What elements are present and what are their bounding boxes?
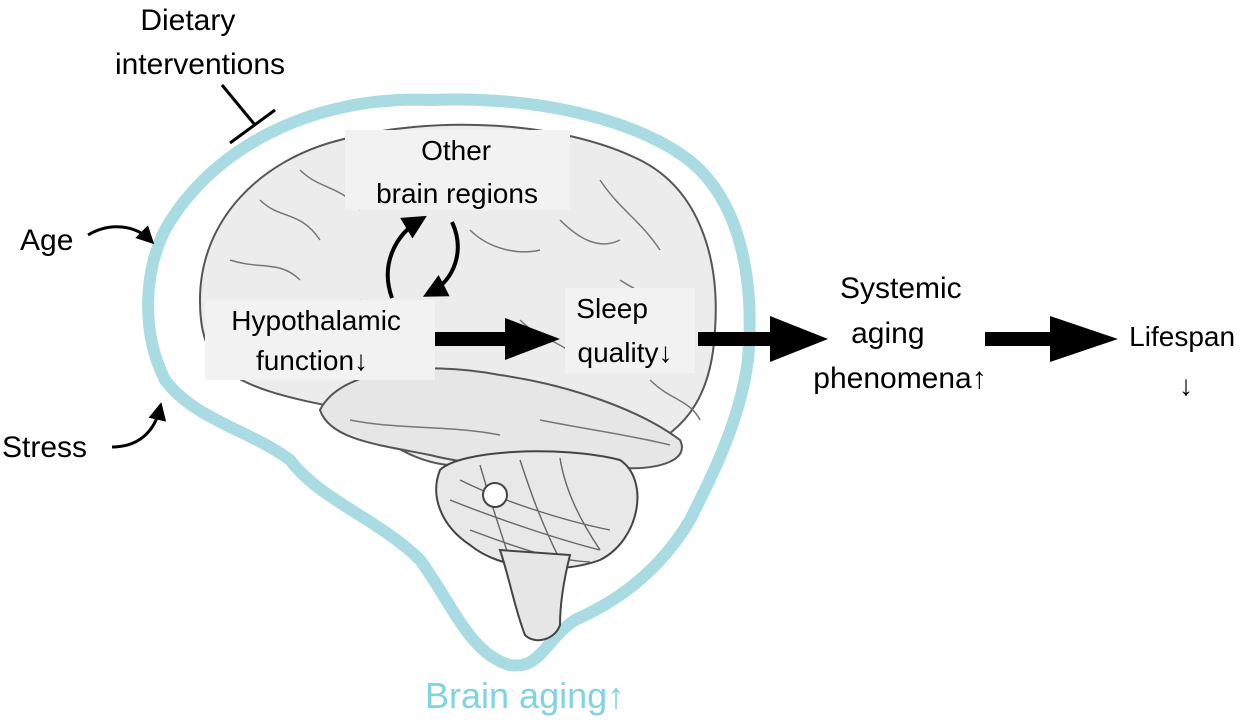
sleep-backdrop bbox=[565, 288, 695, 373]
hypothalamic-line-2: function↓ bbox=[256, 345, 368, 376]
arrow-hypothalamic-to-sleep-icon bbox=[435, 318, 560, 360]
other-regions-backdrop bbox=[345, 130, 570, 210]
sleep-line-1: Sleep bbox=[576, 293, 648, 324]
systemic-line-1: Systemic bbox=[840, 272, 962, 305]
lifespan-line-2: ↓ bbox=[1179, 370, 1193, 401]
feedback-arrow-up-icon bbox=[385, 215, 427, 299]
hypothalamic-line-1: Hypothalamic bbox=[231, 305, 401, 336]
stress-arrow-icon bbox=[111, 402, 167, 449]
brain-aging-label: Brain aging↑ bbox=[425, 675, 625, 716]
sleep-quality-label: Sleep quality↓ bbox=[576, 293, 672, 368]
brain-illustration bbox=[198, 123, 717, 642]
arrow-systemic-to-lifespan-icon bbox=[985, 316, 1118, 362]
temporal-lobe bbox=[318, 367, 683, 470]
lifespan-line-1: Lifespan bbox=[1129, 321, 1235, 352]
systemic-aging-label: Systemic aging phenomena↑ bbox=[813, 272, 986, 395]
age-arrow-icon bbox=[87, 225, 155, 245]
inhibition-bar-icon bbox=[220, 84, 276, 145]
feedback-arrow-down-icon bbox=[422, 221, 460, 297]
stress-label: Stress bbox=[2, 431, 87, 464]
brain-aging-outline bbox=[142, 93, 756, 672]
other-line-2: brain regions bbox=[376, 178, 538, 209]
other-brain-regions-label: Other brain regions bbox=[376, 135, 538, 209]
hypothalamic-function-label: Hypothalamic function↓ bbox=[231, 305, 408, 376]
systemic-line-3: phenomena↑ bbox=[813, 362, 986, 395]
dietary-line-2: interventions bbox=[115, 48, 285, 81]
brainstem bbox=[498, 548, 572, 642]
other-line-1: Other bbox=[421, 135, 491, 166]
dietary-line-1: Dietary bbox=[140, 4, 235, 37]
arrow-sleep-to-systemic-icon bbox=[698, 316, 828, 362]
dietary-interventions-label: Dietary interventions bbox=[115, 4, 285, 81]
systemic-line-2: aging bbox=[851, 317, 924, 350]
age-label: Age bbox=[20, 224, 73, 257]
sleep-line-2: quality↓ bbox=[578, 337, 673, 368]
lifespan-label: Lifespan ↓ bbox=[1129, 321, 1243, 401]
hypothalamic-backdrop bbox=[205, 300, 435, 380]
pons bbox=[482, 482, 508, 508]
